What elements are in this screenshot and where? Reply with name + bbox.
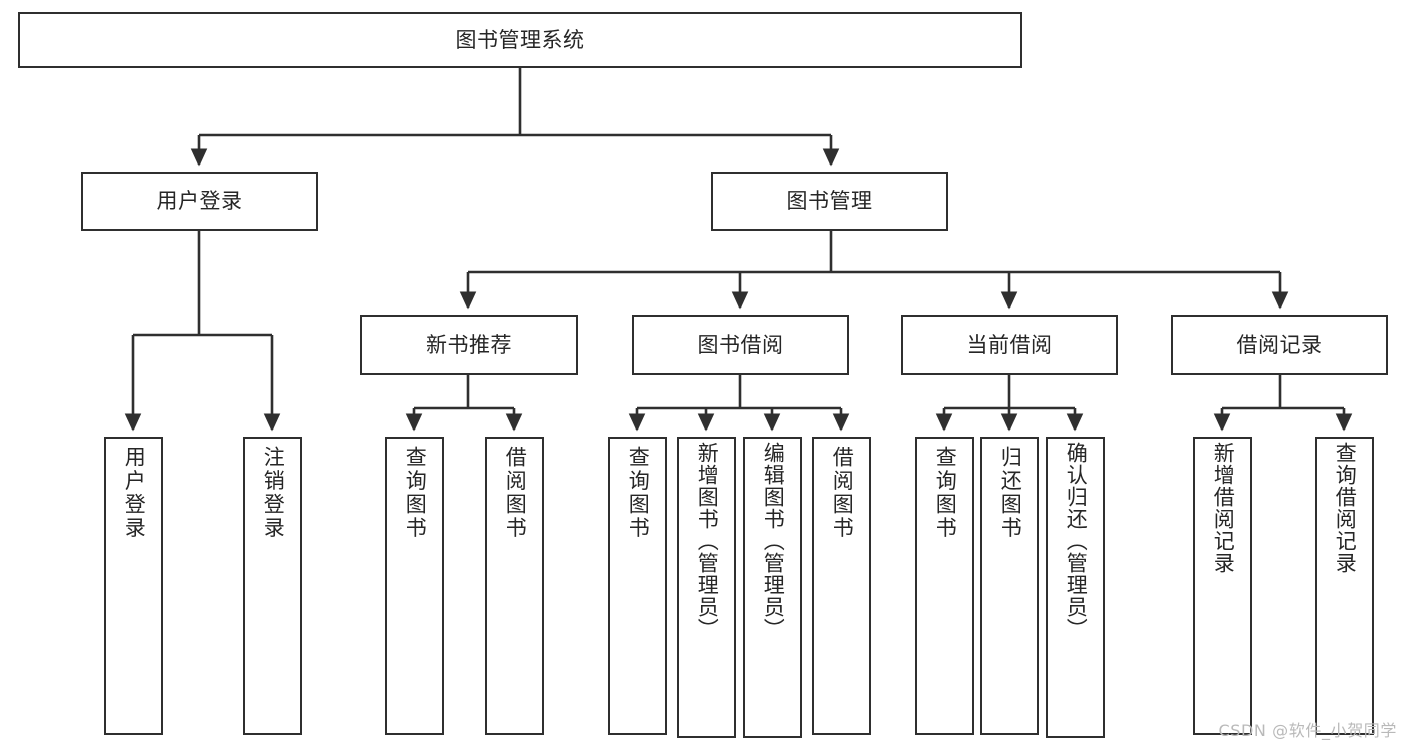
node-label: 借阅图书 xyxy=(830,446,855,540)
leaf-recommend-query-book[interactable]: 查询图书 xyxy=(385,437,444,735)
node-book-management[interactable]: 图书管理 xyxy=(711,172,948,231)
leaf-record-add-record[interactable]: 新增借阅记录 xyxy=(1193,437,1252,735)
node-label: 新增图书（管理员） xyxy=(695,442,720,640)
node-root-system[interactable]: 图书管理系统 xyxy=(18,12,1022,68)
node-label: 查询图书 xyxy=(626,446,651,540)
node-book-borrow[interactable]: 图书借阅 xyxy=(632,315,849,375)
node-label: 当前借阅 xyxy=(966,332,1053,357)
leaf-record-query-record[interactable]: 查询借阅记录 xyxy=(1315,437,1374,735)
node-label: 借阅图书 xyxy=(503,446,528,540)
watermark-text: CSDN @软件_小贺同学 xyxy=(1218,721,1397,740)
node-label: 查询图书 xyxy=(933,446,958,540)
leaf-borrow-edit-book-admin[interactable]: 编辑图书（管理员） xyxy=(743,437,802,738)
node-label: 归还图书 xyxy=(998,446,1023,540)
node-label: 注销登录 xyxy=(261,446,286,540)
node-label: 查询借阅记录 xyxy=(1333,442,1358,574)
leaf-current-return-book[interactable]: 归还图书 xyxy=(980,437,1039,735)
node-current-borrow[interactable]: 当前借阅 xyxy=(901,315,1118,375)
node-label: 用户登录 xyxy=(122,446,147,540)
node-label: 新书推荐 xyxy=(426,332,512,357)
node-label: 借阅记录 xyxy=(1236,332,1323,357)
node-label: 新增借阅记录 xyxy=(1211,442,1236,574)
node-user-login[interactable]: 用户登录 xyxy=(81,172,318,231)
leaf-borrow-query-book[interactable]: 查询图书 xyxy=(608,437,667,735)
leaf-borrow-add-book-admin[interactable]: 新增图书（管理员） xyxy=(677,437,736,738)
node-label: 确认归还（管理员） xyxy=(1064,442,1089,640)
node-label: 查询图书 xyxy=(403,446,428,540)
leaf-recommend-borrow-book[interactable]: 借阅图书 xyxy=(485,437,544,735)
leaf-borrow-borrow-book[interactable]: 借阅图书 xyxy=(812,437,871,735)
node-label: 图书管理 xyxy=(786,189,873,214)
leaf-current-query-book[interactable]: 查询图书 xyxy=(915,437,974,735)
leaf-current-confirm-return-admin[interactable]: 确认归还（管理员） xyxy=(1046,437,1105,738)
leaf-user-logout[interactable]: 注销登录 xyxy=(243,437,302,735)
node-label: 图书管理系统 xyxy=(455,27,585,52)
node-label: 用户登录 xyxy=(156,189,243,214)
node-borrow-record[interactable]: 借阅记录 xyxy=(1171,315,1388,375)
leaf-user-login[interactable]: 用户登录 xyxy=(104,437,163,735)
node-label: 图书借阅 xyxy=(697,332,784,357)
node-new-book-recommend[interactable]: 新书推荐 xyxy=(360,315,578,375)
node-label: 编辑图书（管理员） xyxy=(761,442,786,640)
